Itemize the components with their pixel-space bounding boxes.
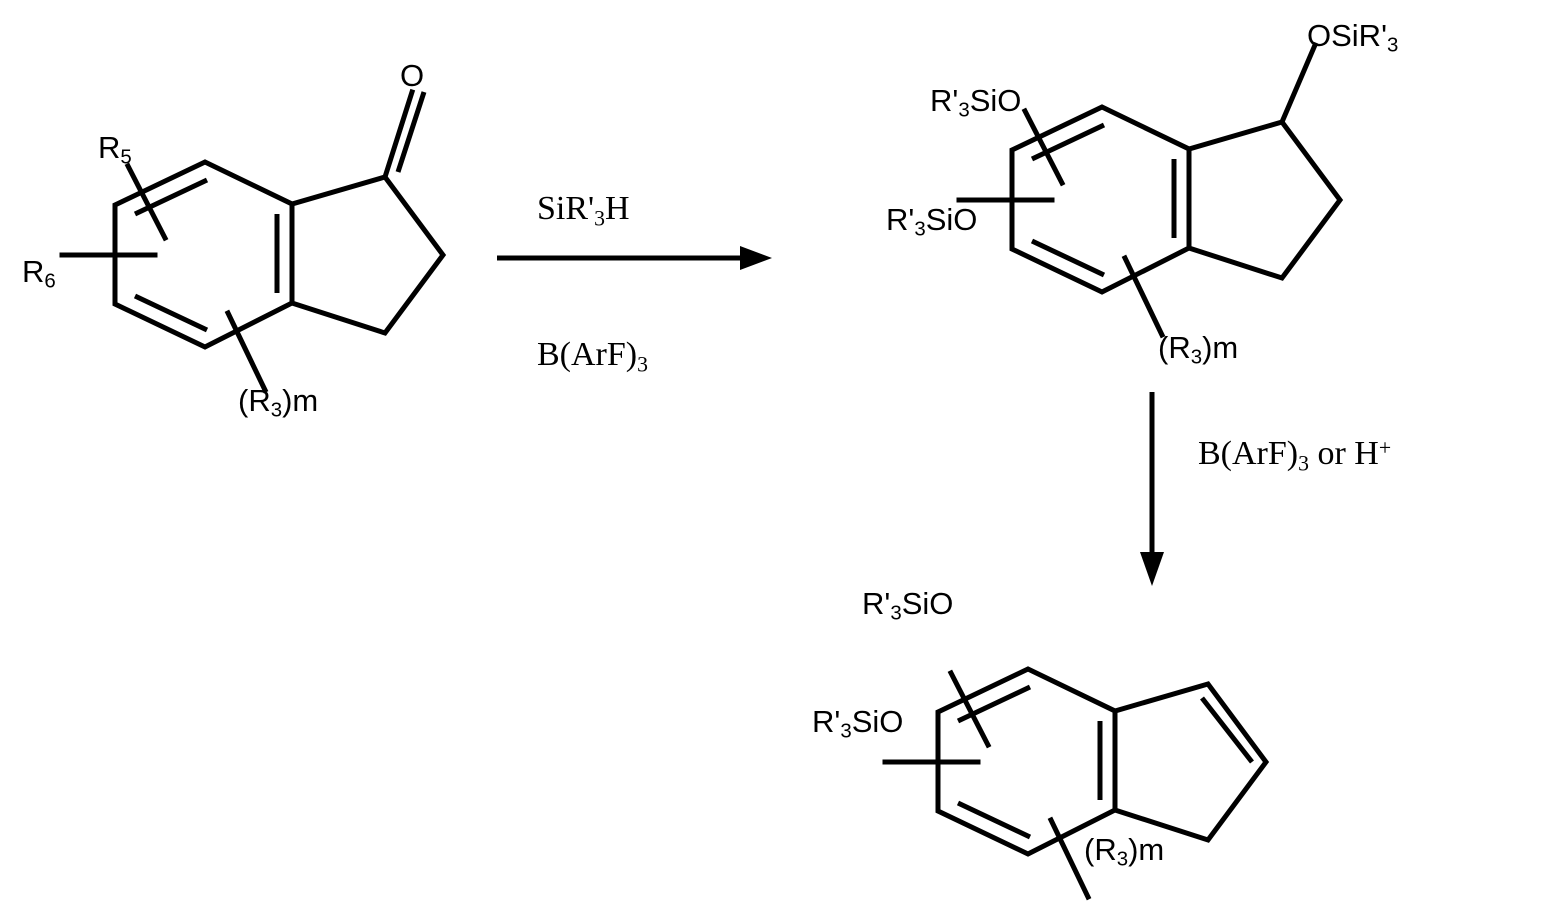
vertical-reaction-arrow [1140, 392, 1164, 586]
cyclopentane-ring-2 [1185, 119, 1344, 281]
reagent-vertical-arrow: B(ArF)3 or H+ [1198, 435, 1392, 476]
label-r3m-structure-2: (R3)m [1158, 330, 1239, 369]
reagent-above-arrow: SiR'3H [537, 190, 630, 231]
structure-product [882, 666, 1270, 901]
label-oxygen-carbonyl: O [400, 58, 425, 93]
structure-starting-material [59, 88, 447, 394]
bond-to-silyloxy-upper-3 [947, 669, 992, 749]
label-silyloxy-lower-2: R'3SiO [886, 202, 978, 241]
horizontal-reaction-arrow [497, 246, 772, 270]
cyclopentene-ring-3 [1111, 681, 1270, 843]
structure-intermediate [956, 41, 1344, 339]
carbonyl-double-bond [381, 88, 427, 181]
bond-to-r5 [124, 162, 169, 242]
label-r3m-structure-1: (R3)m [238, 383, 319, 422]
bond-to-r3m-2 [1121, 254, 1166, 339]
label-silyloxy-lower-3: R'3SiO [812, 704, 904, 743]
label-r3m-structure-3: (R3)m [1084, 832, 1165, 871]
label-silyloxy-upper-3: R'3SiO [862, 586, 954, 625]
label-r5: R5 [98, 130, 132, 169]
bond-to-osir3 [1278, 41, 1319, 126]
label-osir3: OSiR'3 [1307, 18, 1399, 57]
bond-to-silyloxy-upper-2 [1021, 107, 1066, 187]
bond-to-r3m-1 [224, 309, 269, 394]
cyclopentanone-ring [288, 174, 447, 336]
label-r6: R6 [22, 254, 56, 293]
reagent-below-arrow: B(ArF)3 [537, 336, 648, 377]
bond-to-r3m-3 [1047, 816, 1092, 901]
label-silyloxy-upper-2: R'3SiO [930, 83, 1022, 122]
